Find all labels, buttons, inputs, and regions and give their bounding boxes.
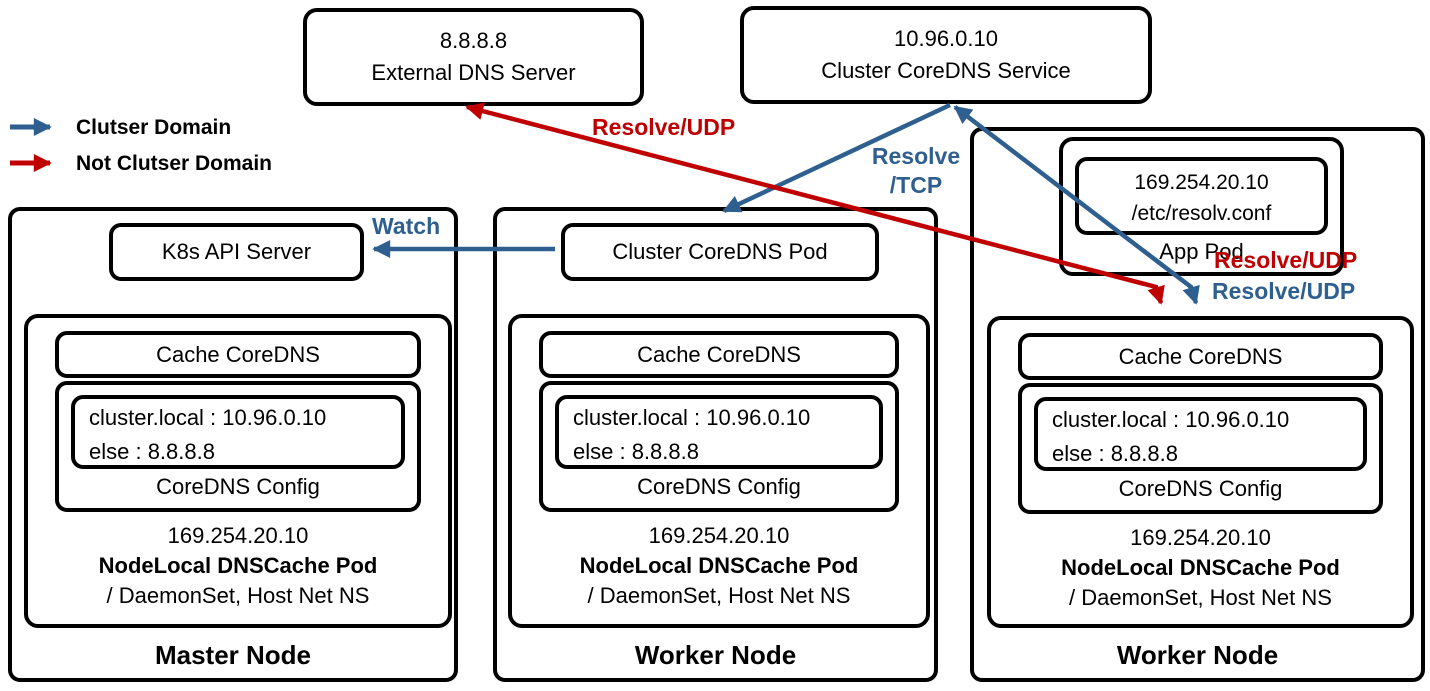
cache-coredns-box: Cache CoreDNS <box>55 331 421 378</box>
cache-coredns-label: Cache CoreDNS <box>156 341 320 367</box>
external-dns-ip: 8.8.8.8 <box>439 28 508 53</box>
legend-not-cluster-domain-label: Not Clutser Domain <box>76 152 273 175</box>
nodelocal-dnscache-pod-master: Cache CoreDNS cluster.local : 10.96.0.10… <box>24 314 452 628</box>
cluster-coredns-pod-label: Cluster CoreDNS Pod <box>612 239 828 264</box>
resolv-conf-box: 169.254.20.10 /etc/resolv.conf <box>1075 157 1328 235</box>
nodelocal-pod-ip: 169.254.20.10 <box>648 523 790 548</box>
coredns-service-label: Cluster CoreDNS Service <box>821 58 1071 83</box>
master-node-title: Master Node <box>154 640 312 670</box>
nodelocal-pod-ip: 169.254.20.10 <box>167 523 309 548</box>
nodelocal-pod-detail: / DaemonSet, Host Net NS <box>1069 585 1332 610</box>
resolv-file: /etc/resolv.conf <box>1131 202 1272 225</box>
k8s-api-server-label: K8s API Server <box>161 239 312 264</box>
nodelocal-pod-name: NodeLocal DNSCache Pod <box>98 553 378 578</box>
resolve-tcp-label: Resolve /TCP <box>871 143 961 198</box>
cache-coredns-box: Cache CoreDNS <box>539 331 899 378</box>
cluster-coredns-pod-box: Cluster CoreDNS Pod <box>561 223 879 281</box>
nodelocal-pod-detail: / DaemonSet, Host Net NS <box>106 583 370 608</box>
resolv-ip: 169.254.20.10 <box>1134 171 1269 194</box>
cache-coredns-box: Cache CoreDNS <box>1018 333 1383 380</box>
coredns-config-label: CoreDNS Config <box>156 474 320 499</box>
coredns-config-box: cluster.local : 10.96.0.10 else : 8.8.8.… <box>55 381 421 512</box>
rule-cluster-local: cluster.local : 10.96.0.10 <box>1052 407 1290 432</box>
rule-else: else : 8.8.8.8 <box>1052 441 1178 466</box>
resolve-udp-blue-label: Resolve/UDP <box>1212 278 1356 304</box>
resolve-udp-red-label: Resolve/UDP <box>1214 247 1358 273</box>
coredns-config-label: CoreDNS Config <box>637 474 801 499</box>
coredns-config-box: cluster.local : 10.96.0.10 else : 8.8.8.… <box>539 381 899 512</box>
worker-node-2-title: Worker Node <box>1116 640 1279 670</box>
worker-node-1-title: Worker Node <box>634 640 797 670</box>
coredns-config-box: cluster.local : 10.96.0.10 else : 8.8.8.… <box>1018 383 1383 514</box>
config-rules-box: cluster.local : 10.96.0.10 else : 8.8.8.… <box>71 395 405 469</box>
worker-node-1: Cluster CoreDNS Pod Cache CoreDNS cluste… <box>493 207 938 682</box>
config-rules-box: cluster.local : 10.96.0.10 else : 8.8.8.… <box>1034 397 1367 471</box>
k8s-api-server-box: K8s API Server <box>109 223 364 281</box>
worker-node-2: 169.254.20.10 /etc/resolv.conf App Pod C… <box>970 127 1425 682</box>
rule-else: else : 8.8.8.8 <box>89 439 215 464</box>
nodelocal-pod-detail: / DaemonSet, Host Net NS <box>587 583 851 608</box>
nodelocal-pod-name: NodeLocal DNSCache Pod <box>579 553 859 578</box>
rule-else: else : 8.8.8.8 <box>573 439 699 464</box>
cache-coredns-label: Cache CoreDNS <box>637 341 801 367</box>
external-dns-server-box: 8.8.8.8 External DNS Server <box>303 8 644 106</box>
coredns-service-ip: 10.96.0.10 <box>894 26 998 51</box>
rule-cluster-local: cluster.local : 10.96.0.10 <box>573 405 811 430</box>
resolve-udp-top-label: Resolve/UDP <box>592 114 736 140</box>
rule-cluster-local: cluster.local : 10.96.0.10 <box>89 405 327 430</box>
nodelocal-pod-name: NodeLocal DNSCache Pod <box>1061 555 1340 580</box>
config-rules-box: cluster.local : 10.96.0.10 else : 8.8.8.… <box>555 395 883 469</box>
master-node: K8s API Server Cache CoreDNS cluster.loc… <box>8 207 458 682</box>
nodelocal-dnscache-pod-worker1: Cache CoreDNS cluster.local : 10.96.0.10… <box>508 314 930 628</box>
nodelocal-pod-ip: 169.254.20.10 <box>1130 525 1271 550</box>
cache-coredns-label: Cache CoreDNS <box>1118 343 1283 369</box>
coredns-config-label: CoreDNS Config <box>1118 476 1283 501</box>
nodelocal-dnscache-pod-worker2: Cache CoreDNS cluster.local : 10.96.0.10… <box>987 316 1414 628</box>
external-dns-label: External DNS Server <box>371 60 576 85</box>
legend-cluster-domain-label: Clutser Domain <box>76 116 232 139</box>
watch-arrow-label: Watch <box>372 213 441 239</box>
cluster-coredns-service-box: 10.96.0.10 Cluster CoreDNS Service <box>740 6 1152 104</box>
